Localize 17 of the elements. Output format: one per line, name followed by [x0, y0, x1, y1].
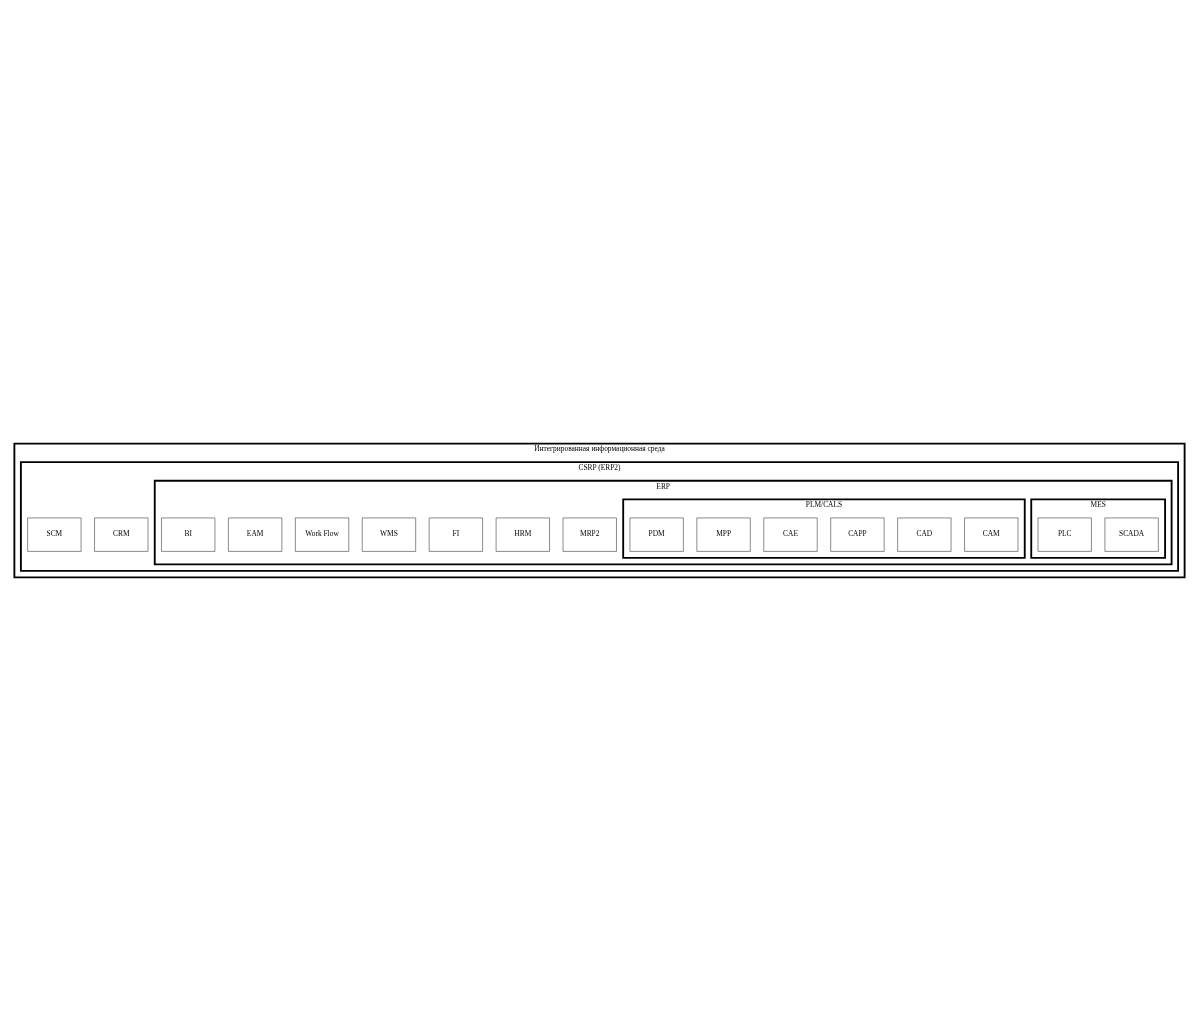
node-box: SCADA	[1104, 517, 1159, 552]
node-box: CRM	[94, 517, 149, 552]
node-box: Work Flow	[295, 517, 349, 552]
node-box: PLC	[1037, 517, 1092, 552]
node-box: CAD	[897, 517, 952, 552]
node-box: CAPP	[830, 517, 885, 552]
node-box: SCM	[27, 517, 82, 552]
node-box: CAM	[964, 517, 1019, 552]
node-box: MRP2	[562, 517, 617, 552]
node-box: CAE	[763, 517, 818, 552]
node-box: FI	[428, 517, 483, 552]
node-box: HRM	[495, 517, 550, 552]
node-box: WMS	[362, 517, 416, 552]
node-box: EAM	[228, 517, 283, 552]
node-box: MPP	[696, 517, 751, 552]
node-box: BI	[161, 517, 216, 552]
node-box: PDM	[629, 517, 684, 552]
